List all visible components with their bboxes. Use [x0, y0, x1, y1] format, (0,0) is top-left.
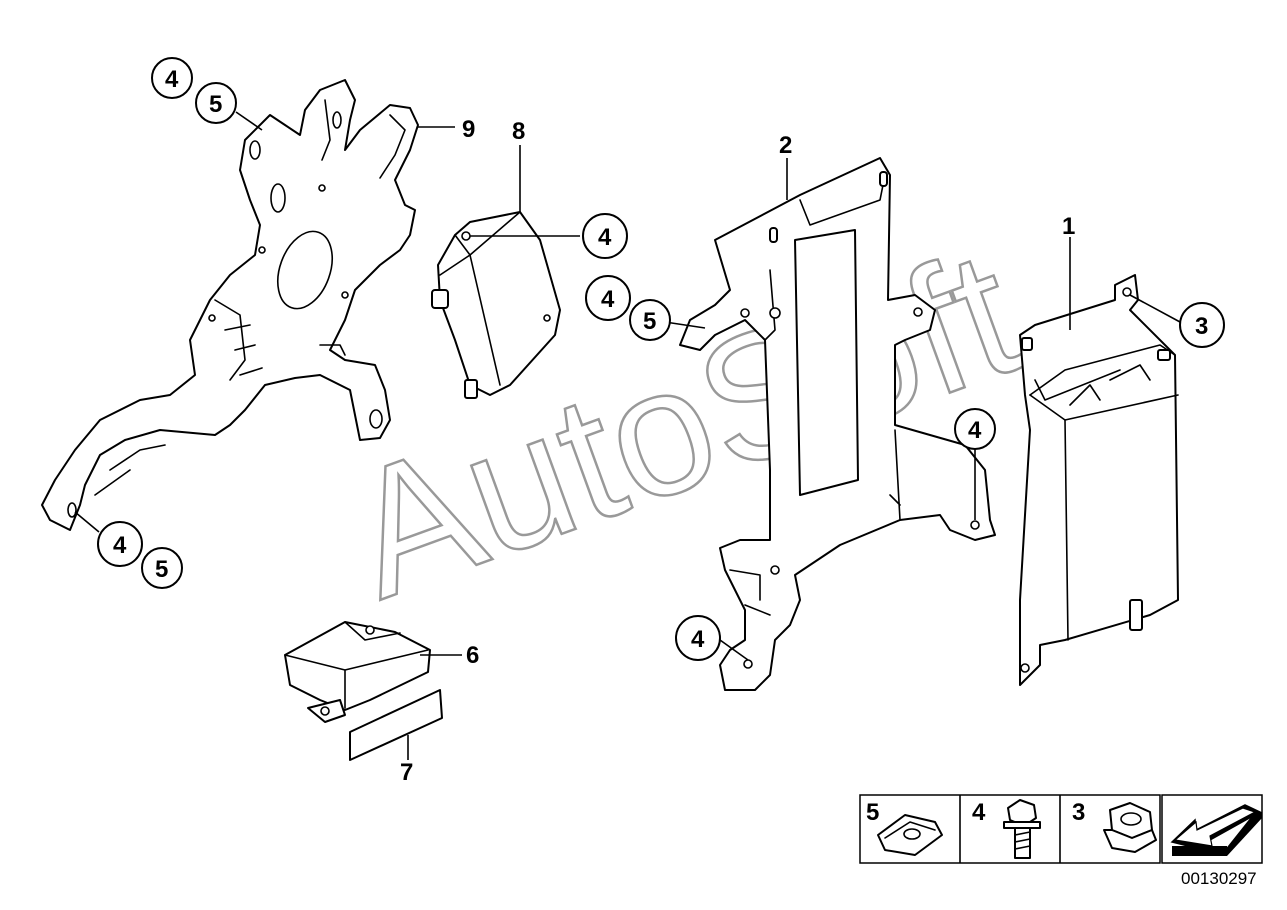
bolt-icon [1003, 799, 1041, 859]
part-label-2: 2 [779, 132, 792, 159]
receiver-part-6 [284, 621, 431, 723]
control-unit-part-1 [1019, 274, 1179, 686]
svg-text:3: 3 [1195, 313, 1208, 340]
fastener-legend: 5 4 3 [859, 794, 1263, 864]
legend-item-3: 3 [1072, 799, 1157, 853]
svg-text:AutoSoft: AutoSoft [325, 212, 1043, 637]
callout-4: 4 [585, 275, 631, 321]
bracket-part-9 [41, 79, 419, 531]
bracket-part-2 [679, 157, 996, 691]
part-label-8: 8 [512, 118, 525, 145]
part-numbers: 1 2 6 7 8 9 [400, 116, 1075, 786]
hex-nut-icon [1103, 802, 1157, 853]
callout-5: 5 [195, 82, 237, 124]
part-label-9: 9 [462, 116, 475, 143]
svg-text:4: 4 [968, 417, 982, 444]
part-label-6: 6 [466, 642, 479, 669]
callout-4: 4 [954, 408, 996, 450]
document-number: 00130297 [1181, 869, 1257, 888]
svg-text:4: 4 [598, 224, 612, 251]
spring-nut-icon [877, 814, 943, 856]
svg-text:4: 4 [972, 799, 986, 826]
part-label-1: 1 [1062, 213, 1075, 240]
svg-text:5: 5 [209, 91, 222, 118]
pad-part-7 [349, 689, 443, 761]
leader-lines [74, 111, 1181, 760]
svg-text:5: 5 [866, 799, 879, 826]
svg-text:4: 4 [601, 286, 615, 313]
callout-5: 5 [629, 299, 671, 341]
callout-4: 4 [582, 213, 628, 259]
callout-4: 4 [675, 615, 721, 661]
svg-text:4: 4 [691, 626, 705, 653]
callout-4: 4 [151, 57, 193, 99]
svg-text:3: 3 [1072, 799, 1085, 826]
legend-item-5: 5 [866, 799, 943, 856]
callout-5: 5 [141, 547, 183, 589]
svg-text:5: 5 [643, 308, 656, 335]
callout-4: 4 [97, 521, 143, 567]
part-label-7: 7 [400, 759, 413, 786]
svg-text:4: 4 [113, 532, 127, 559]
callouts: 4 5 4 4 5 3 4 4 5 4 [97, 57, 1225, 661]
arrow-icon [1161, 794, 1263, 864]
svg-text:5: 5 [155, 556, 168, 583]
watermark: AutoSoft [323, 210, 1043, 638]
callout-3: 3 [1179, 302, 1225, 348]
svg-text:4: 4 [165, 66, 179, 93]
legend-item-4: 4 [972, 799, 1041, 859]
